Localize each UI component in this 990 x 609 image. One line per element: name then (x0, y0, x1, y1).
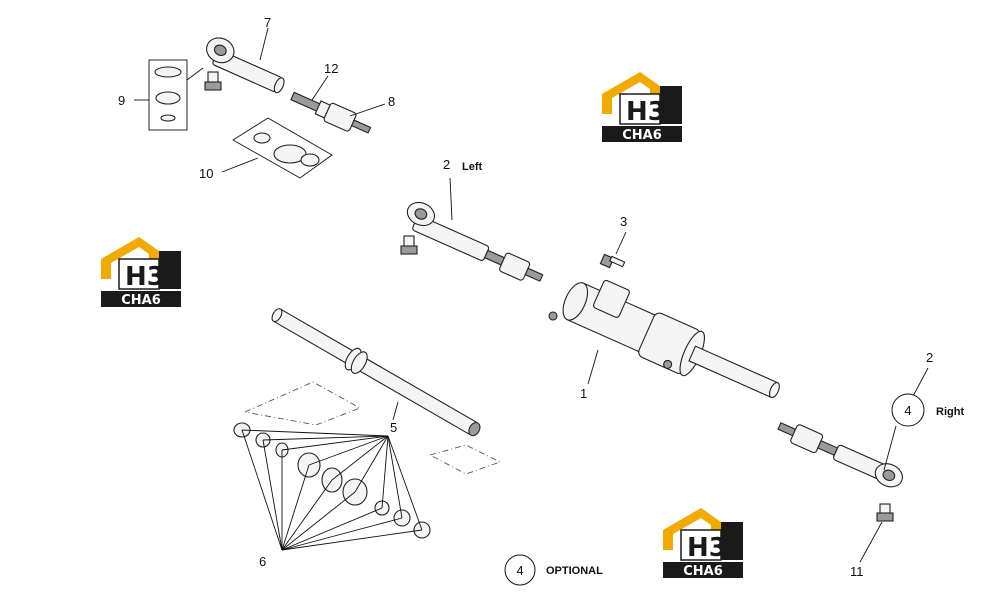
label-left: Left (462, 161, 483, 173)
cylinder-body (548, 279, 780, 399)
logo-mark: H3 (687, 533, 727, 563)
watermark-logo-top: H3 CHA6 (601, 71, 683, 143)
legend-circle (504, 554, 536, 586)
callout-2-right: 2 (926, 350, 933, 365)
detail-box-9 (148, 59, 188, 131)
watermark-logo-bottom: H3 CHA6 (662, 507, 744, 579)
detail-box-10 (232, 117, 333, 179)
logo-subtext: CHA6 (121, 293, 161, 308)
callout-11: 11 (850, 564, 864, 579)
watermark-logo-left: H3 CHA6 (100, 236, 182, 308)
callout-10: 10 (199, 166, 213, 181)
callout-9: 9 (118, 93, 125, 108)
callout-5: 5 (390, 420, 397, 435)
callout-4-right: 4 (904, 403, 911, 418)
label-right: Right (936, 406, 964, 418)
logo-subtext: CHA6 (622, 128, 662, 143)
callout-1: 1 (580, 386, 587, 401)
callout-12: 12 (324, 61, 338, 76)
tie-rod-right (777, 367, 929, 563)
callout-6: 6 (259, 554, 266, 569)
bolt-3 (599, 231, 627, 269)
seal-kit (233, 381, 502, 551)
logo-subtext: CHA6 (683, 564, 723, 579)
legend-callout-4: 4 (516, 563, 523, 578)
callout-7: 7 (264, 15, 271, 30)
logo-mark: H3 (626, 97, 666, 127)
piston-rod (271, 308, 481, 437)
logo-mark: H3 (125, 262, 165, 292)
tie-rod-left (400, 177, 544, 282)
callout-3: 3 (620, 214, 627, 229)
callout-4-circle-right (891, 393, 925, 427)
callout-2-left: 2 (443, 157, 450, 172)
callout-8: 8 (388, 94, 395, 109)
detail-tie-rod-end (134, 27, 386, 179)
legend-optional-label: OPTIONAL (546, 565, 603, 577)
